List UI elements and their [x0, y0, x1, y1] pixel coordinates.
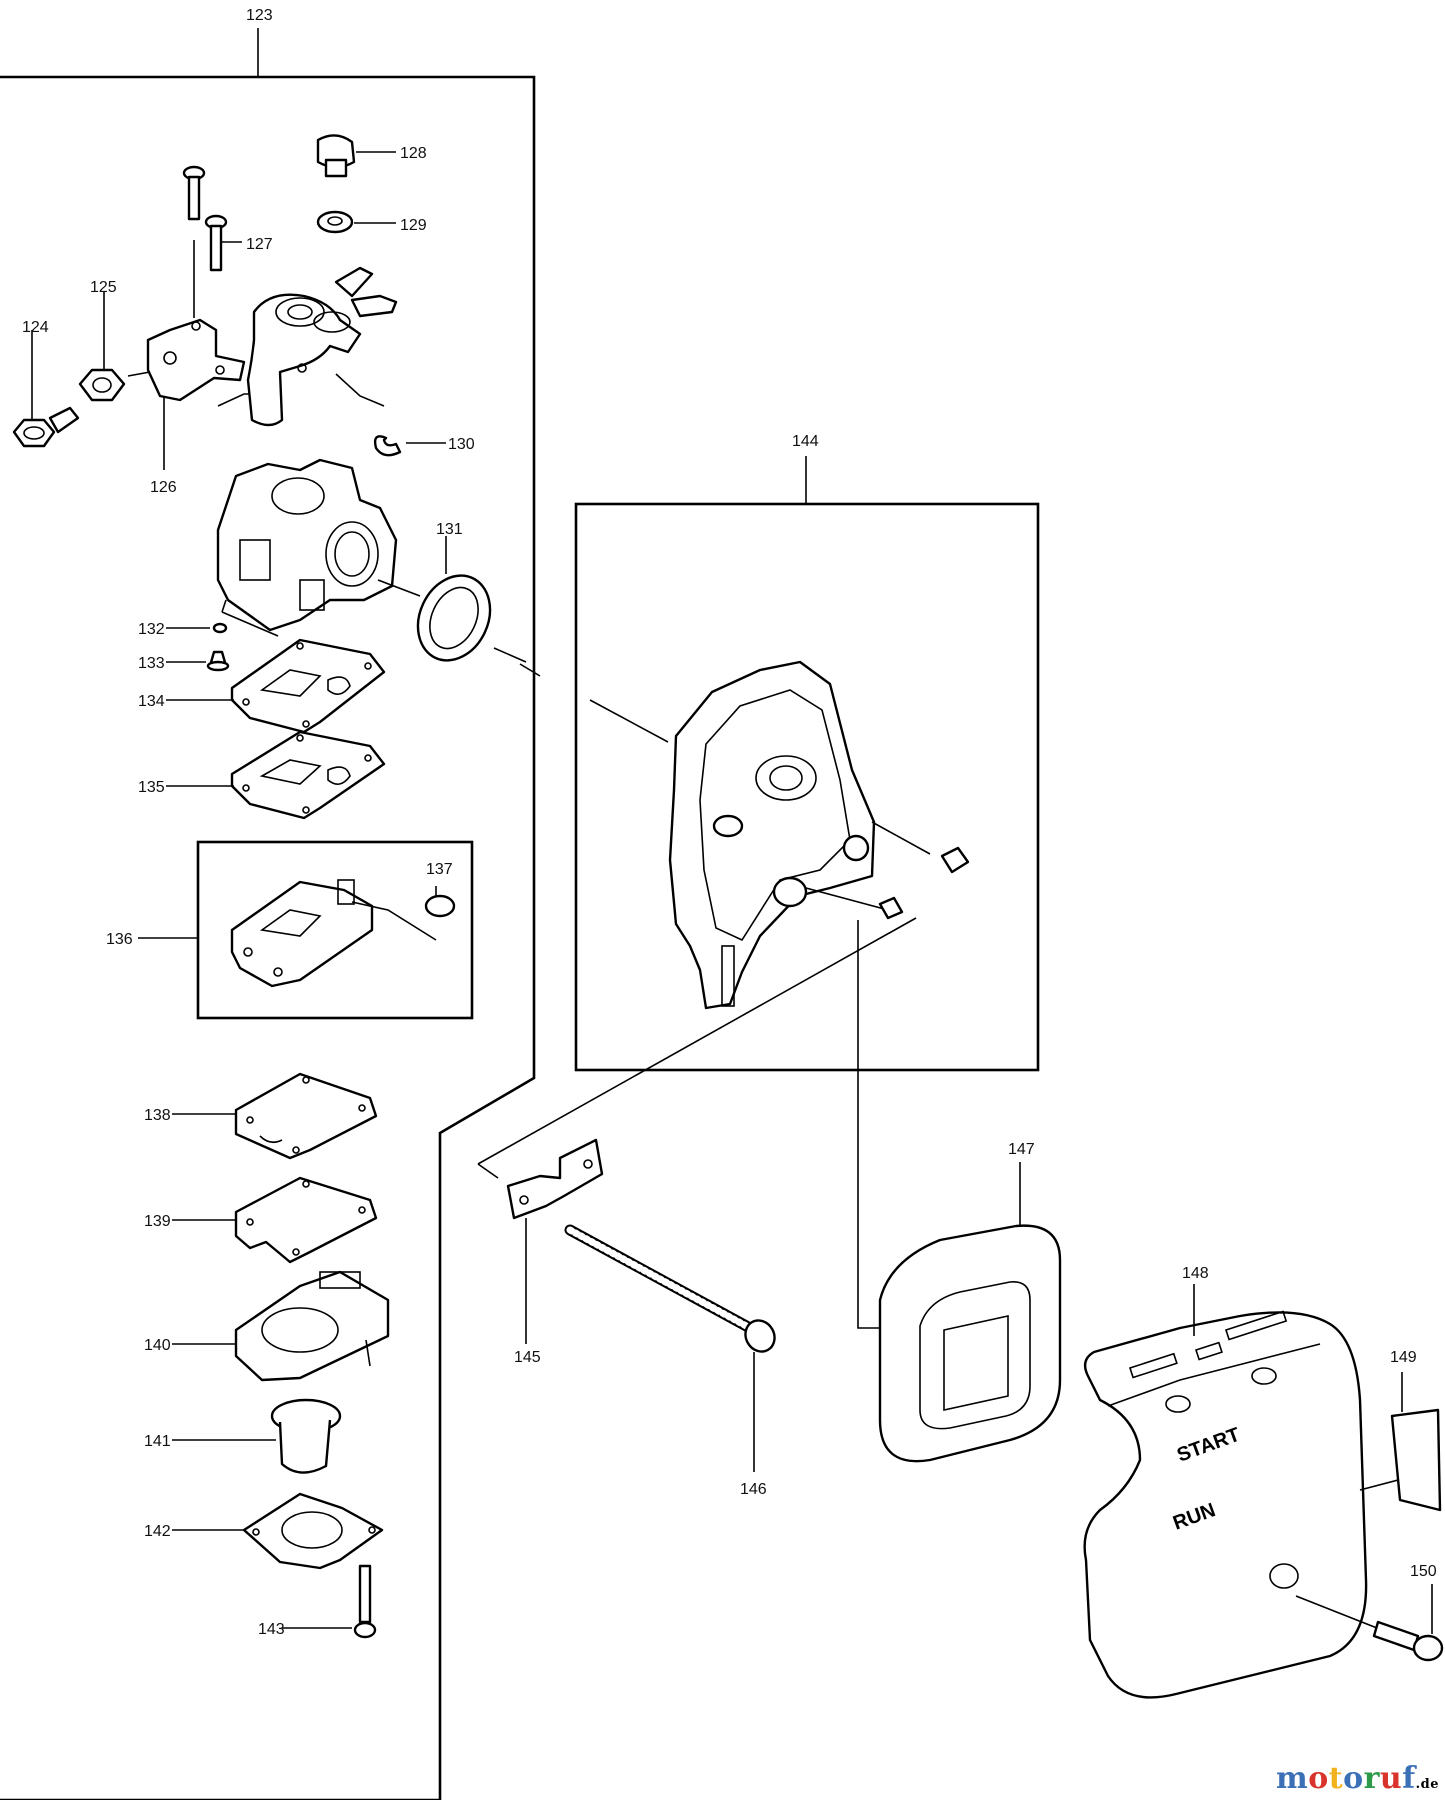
part-141-primer-bulb [172, 1398, 342, 1474]
label-141: 141 [144, 1433, 171, 1450]
label-143: 143 [258, 1621, 285, 1638]
part-132-133-small-parts [166, 622, 230, 672]
part-150-screw [1372, 1584, 1444, 1662]
label-147: 147 [1008, 1141, 1035, 1158]
label-131: 131 [436, 521, 463, 538]
part-128-cap [316, 134, 396, 178]
part-number-labels: 123 124 125 126 127 128 129 130 131 132 … [22, 7, 1437, 1638]
part-144-air-cleaner-base-box [519, 456, 1040, 1072]
carburetor-lever-assembly [246, 266, 398, 427]
watermark-logo: motoruf.de [1276, 1761, 1439, 1796]
part-135-gasket [166, 730, 386, 820]
label-133: 133 [138, 655, 165, 672]
label-125: 125 [90, 279, 117, 296]
part-125-nut [78, 292, 126, 402]
label-123: 123 [246, 7, 273, 24]
label-138: 138 [144, 1107, 171, 1124]
label-124: 124 [22, 319, 49, 336]
part-145-bracket [506, 1138, 604, 1344]
label-148: 148 [1182, 1265, 1209, 1282]
part-130-clip [373, 435, 446, 457]
watermark-letter: o [1308, 1761, 1329, 1796]
watermark-letter: o [1343, 1761, 1364, 1796]
label-132: 132 [138, 621, 165, 638]
part-140-pump-cover [172, 1270, 390, 1382]
label-129: 129 [400, 217, 427, 234]
label-137: 137 [426, 861, 453, 878]
watermark-letter: t [1328, 1761, 1344, 1796]
label-134: 134 [138, 693, 165, 710]
part-146-long-bolt [564, 1224, 776, 1472]
label-150: 150 [1410, 1563, 1437, 1580]
part-131-seal [416, 536, 527, 663]
label-127: 127 [246, 236, 273, 253]
part-148-air-cleaner-cover: START RUN [1083, 1284, 1383, 1699]
part-126-bracket [127, 240, 280, 470]
watermark-suffix: .de [1415, 1777, 1439, 1792]
label-144: 144 [792, 433, 819, 450]
label-140: 140 [144, 1337, 171, 1354]
watermark-letter: r [1363, 1761, 1380, 1796]
label-130: 130 [448, 436, 475, 453]
part-138-diaphragm [172, 1072, 378, 1160]
carburetor-assembly-frame [0, 28, 536, 1800]
label-136: 136 [106, 931, 133, 948]
watermark-letter: f [1402, 1761, 1416, 1796]
watermark-letter: u [1379, 1761, 1403, 1796]
part-134-gasket [166, 638, 386, 734]
part-137-plug [424, 886, 456, 918]
part-142-primer-cover [172, 1492, 384, 1570]
watermark-letter: m [1275, 1761, 1309, 1796]
part-127-screws [182, 165, 242, 272]
part-129-washer [316, 210, 396, 234]
label-126: 126 [150, 479, 177, 496]
label-149: 149 [1390, 1349, 1417, 1366]
part-144-sleeves [878, 846, 970, 920]
label-145: 145 [514, 1349, 541, 1366]
label-146: 146 [740, 1481, 767, 1498]
part-143-screw [282, 1564, 377, 1639]
assembly-guide-lines [477, 917, 917, 1329]
label-128: 128 [400, 145, 427, 162]
part-147-filter-element [878, 1162, 1062, 1463]
label-135: 135 [138, 779, 165, 796]
part-124-bolt [12, 330, 80, 448]
part-136-group-box [138, 840, 474, 1020]
part-139-diaphragm [172, 1176, 378, 1264]
part-149-label [1359, 1372, 1442, 1512]
label-142: 142 [144, 1523, 171, 1540]
carburetor-body [216, 458, 421, 637]
label-139: 139 [144, 1213, 171, 1230]
